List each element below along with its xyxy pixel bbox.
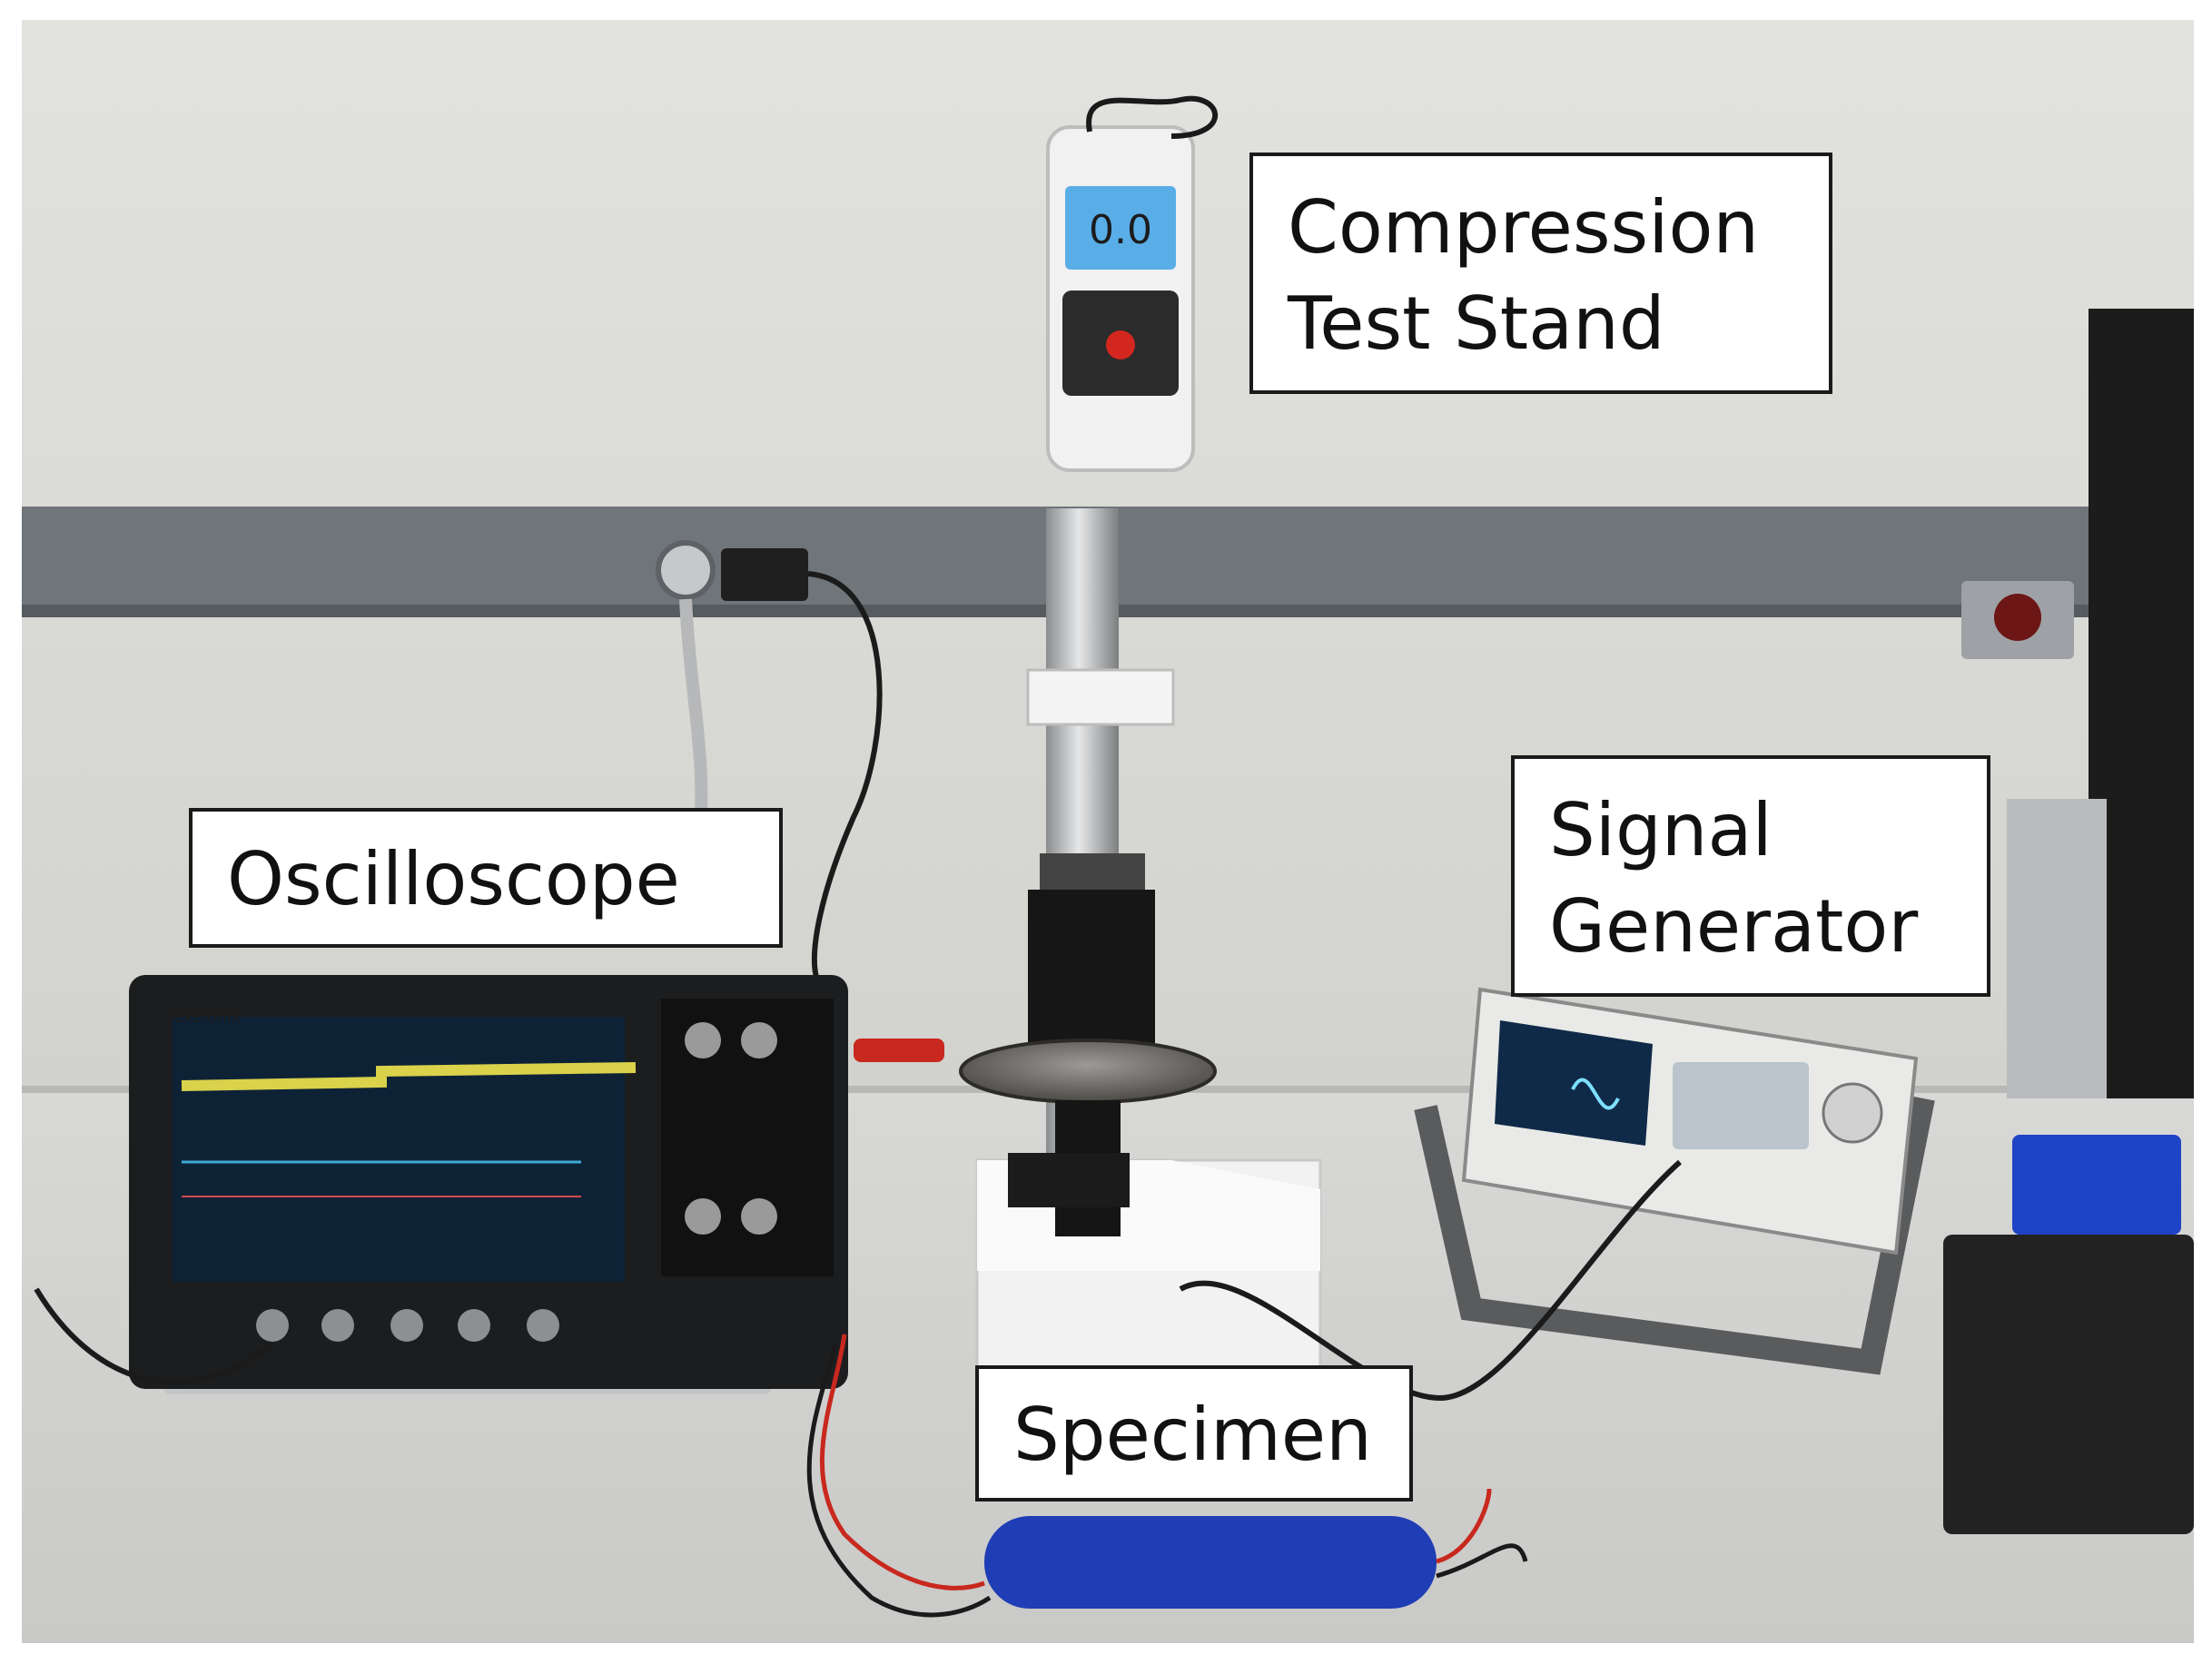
compression-plate xyxy=(959,1039,1217,1104)
scope-input-1 xyxy=(256,1309,289,1342)
specimen-lead-red-right xyxy=(1436,1488,1492,1564)
specimen-lead-red-left xyxy=(819,1334,985,1590)
label-specimen: Specimen xyxy=(975,1365,1413,1502)
stand-clamp xyxy=(1026,668,1175,726)
scope-input-4 xyxy=(458,1309,490,1342)
oscilloscope: Tektronix xyxy=(129,975,944,1394)
scope-display xyxy=(173,1017,625,1282)
scope-knob-3 xyxy=(685,1198,721,1235)
scope-input-5 xyxy=(527,1309,559,1342)
generator-display xyxy=(1495,1020,1653,1146)
force-gauge-screen xyxy=(1065,186,1176,270)
generator-keypad xyxy=(1673,1062,1809,1149)
specimen-bar xyxy=(984,1516,1437,1609)
stand-foot xyxy=(1008,1153,1130,1207)
generator-cable xyxy=(1179,1159,1682,1402)
generator-waveform xyxy=(1571,1078,1620,1110)
emergency-button xyxy=(1994,594,2041,641)
scope-brand-label: Tektronix xyxy=(166,1008,242,1027)
specimen-lead-black-right xyxy=(1436,1543,1528,1579)
probe-clip-red xyxy=(854,1039,944,1062)
scope-trace xyxy=(181,1062,637,1091)
label-compression-test-stand: Compression Test Stand xyxy=(1249,153,1832,394)
generator-dial xyxy=(1822,1082,1883,1144)
force-gauge-cable xyxy=(1086,95,1219,139)
scope-input-2 xyxy=(321,1309,354,1342)
right-rack xyxy=(2007,799,2107,1098)
black-case xyxy=(1943,1235,2194,1534)
scope-cable-left xyxy=(34,1287,274,1385)
scope-knob-4 xyxy=(741,1198,777,1235)
compression-stand: 0.0 xyxy=(959,95,1322,1373)
signal-generator xyxy=(1414,987,1935,1375)
grey-cable xyxy=(679,598,708,818)
scope-knob-2 xyxy=(741,1022,777,1058)
label-signal-generator: Signal Generator xyxy=(1511,755,1990,997)
power-adapter xyxy=(721,548,808,601)
specimen-lead-black-left xyxy=(806,1343,992,1618)
scope-knob-1 xyxy=(685,1022,721,1058)
force-gauge-power-key xyxy=(1106,330,1135,359)
label-oscilloscope: Oscilloscope xyxy=(189,808,783,948)
black-cable xyxy=(807,571,883,981)
wall-outlet xyxy=(656,540,716,600)
blue-bin xyxy=(2012,1135,2181,1235)
scope-input-3 xyxy=(390,1309,423,1342)
force-gauge-reading: 0.0 xyxy=(1089,207,1152,253)
stand-collar xyxy=(1040,853,1145,895)
stand-actuator xyxy=(1028,890,1155,1062)
